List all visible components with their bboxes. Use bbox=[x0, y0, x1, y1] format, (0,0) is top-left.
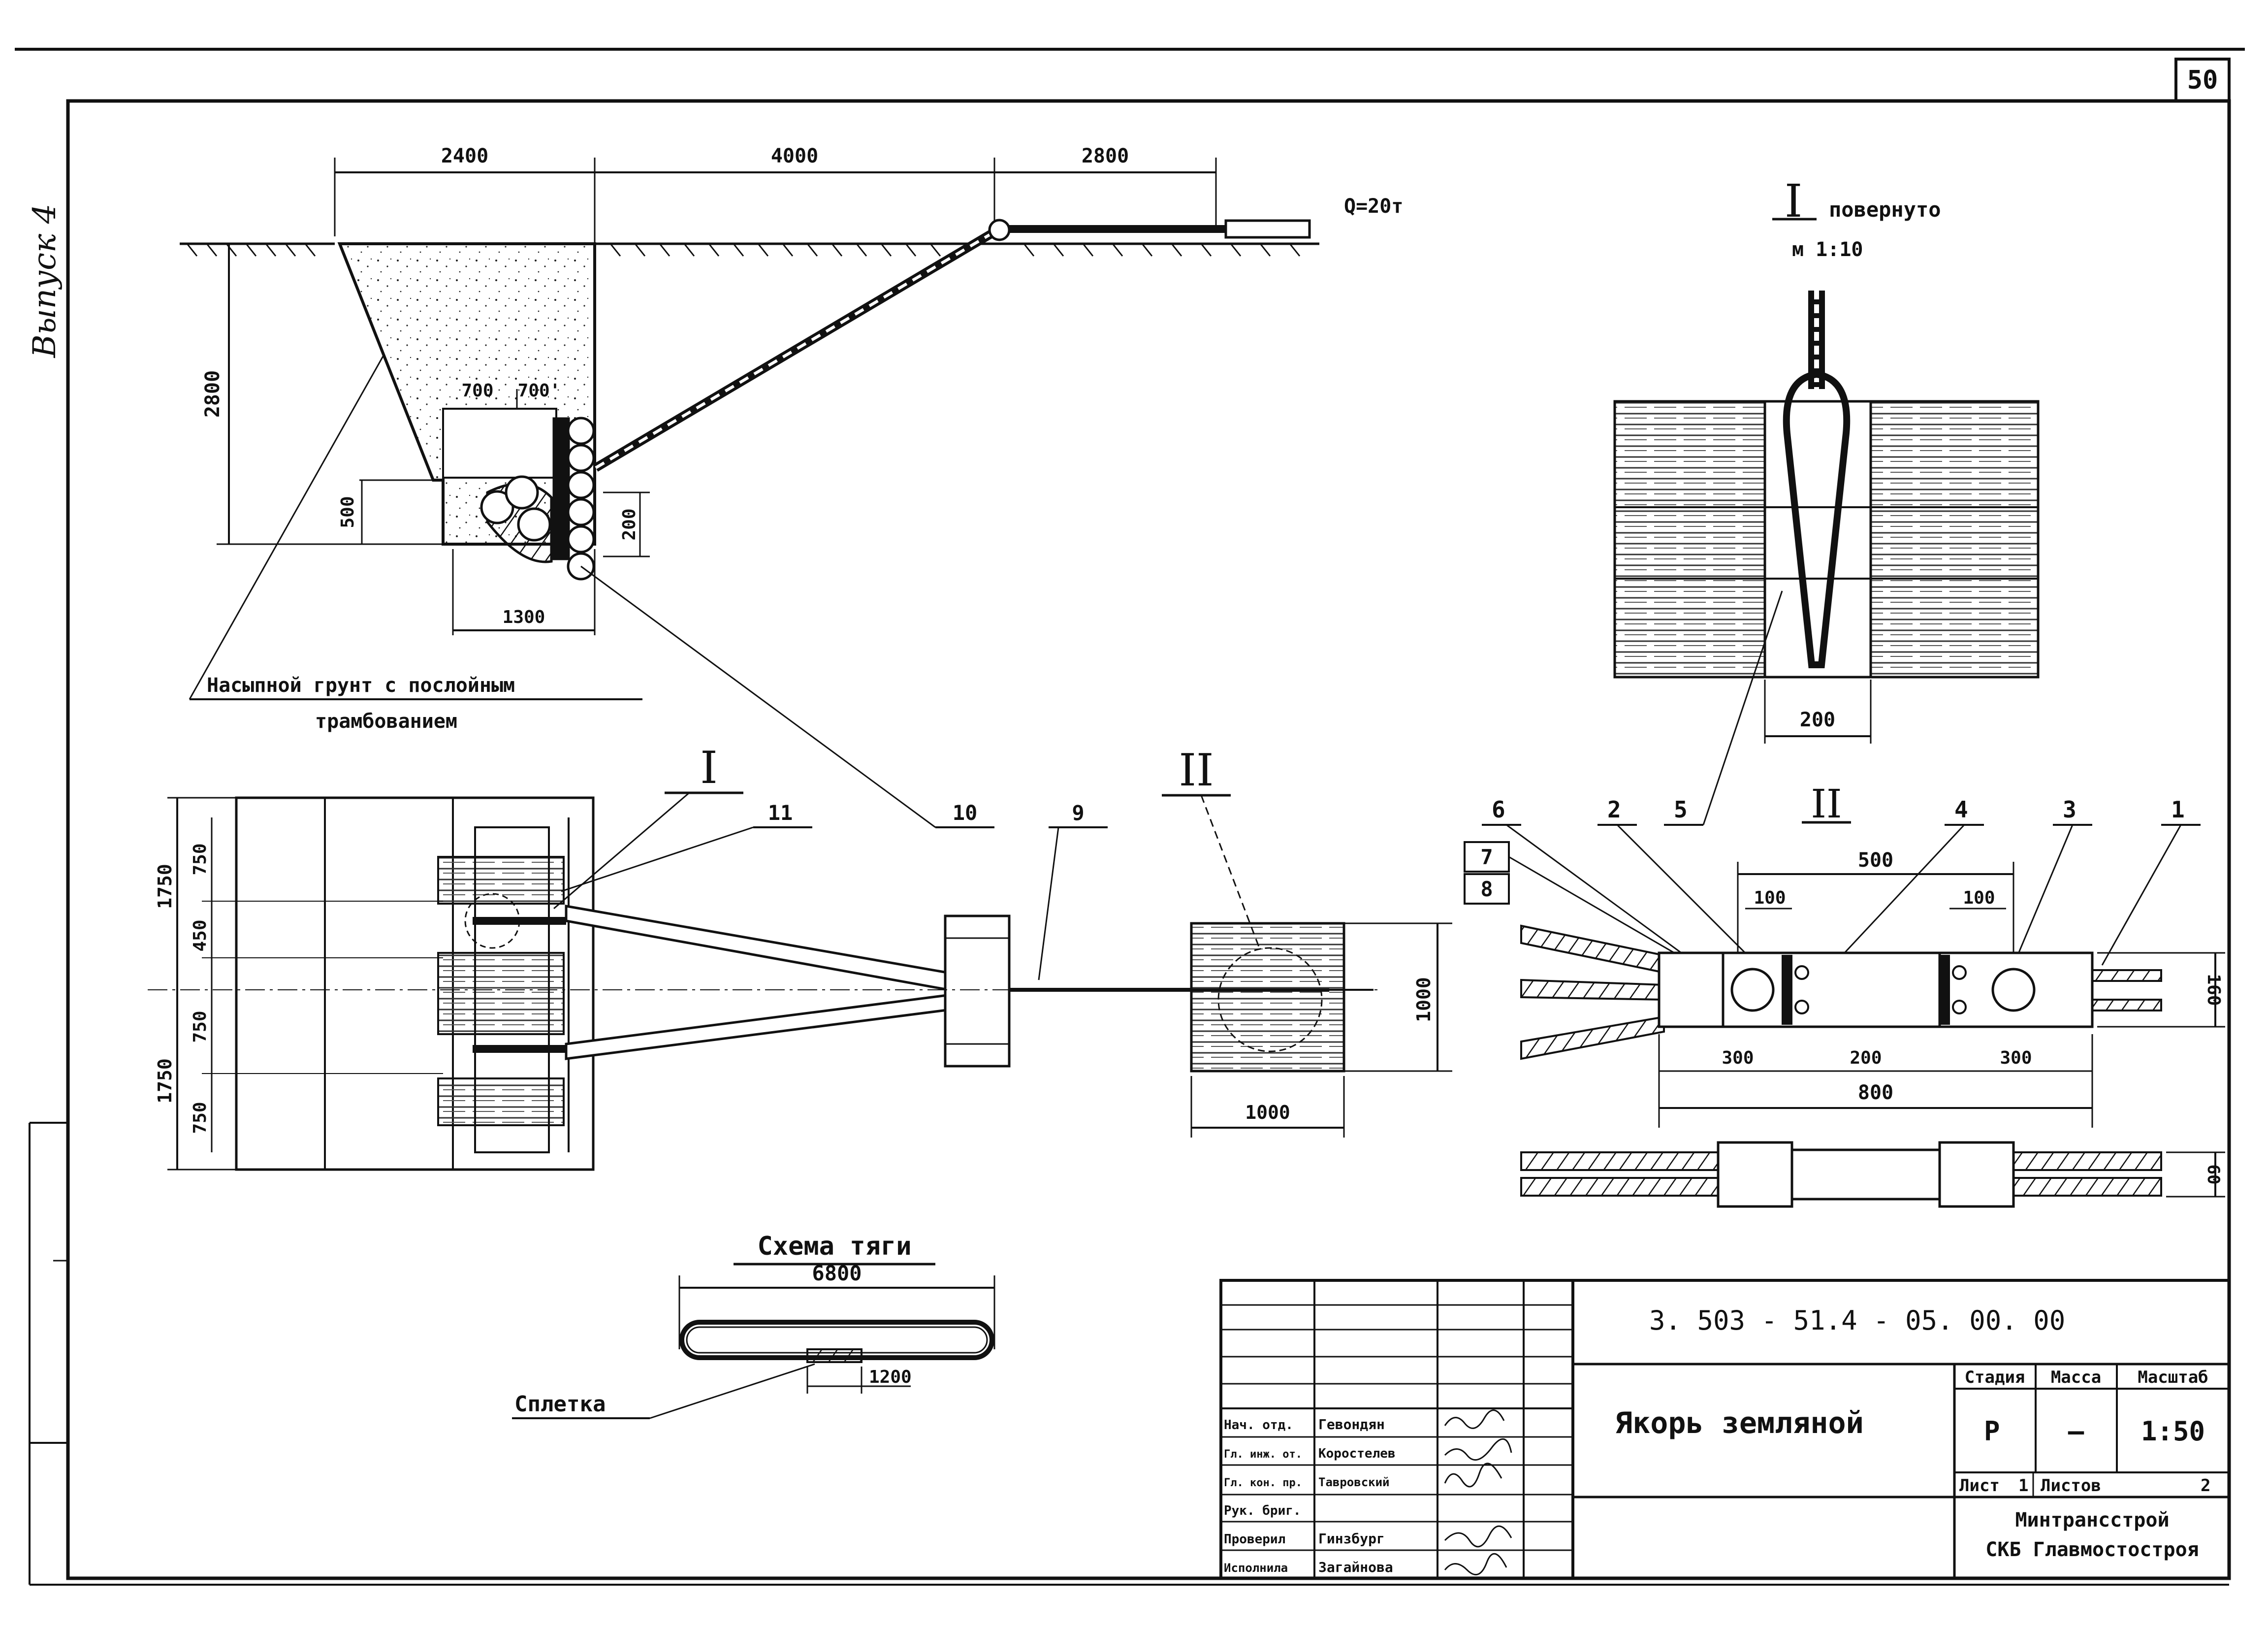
link-plan bbox=[1520, 924, 2162, 1060]
fill-note-line1: Насыпной грунт с послойным bbox=[207, 674, 515, 697]
detail-I-word: повернуто bbox=[1829, 197, 1941, 222]
staff-table: Нач. отд. Гевондян Гл. инж. от. Коростел… bbox=[1224, 1416, 1396, 1575]
dim-200-link: 200 bbox=[1850, 1048, 1882, 1068]
part-1: 1 bbox=[2171, 796, 2185, 823]
dim-1750-top: 1750 bbox=[154, 864, 176, 909]
mass-value: — bbox=[2068, 1416, 2084, 1447]
staff-name: Гинзбург bbox=[1318, 1531, 1385, 1547]
title-block: 3. 503 - 51.4 - 05. 00. 00 Якорь земляно… bbox=[1219, 1279, 2231, 1580]
load-label: Q=20т bbox=[1344, 195, 1403, 218]
tie-scheme: Схема тяги 6800 1200 Сплетка bbox=[512, 1232, 995, 1419]
doc-code: 3. 503 - 51.4 - 05. 00. 00 bbox=[1649, 1305, 2065, 1336]
part-8: 8 bbox=[1480, 877, 1493, 901]
staff-name: Гевондян bbox=[1318, 1416, 1385, 1433]
signatures bbox=[1444, 1409, 1512, 1575]
detail-II: II 6 2 5 4 3 1 7 8 bbox=[1464, 781, 2225, 1208]
drawing-title: Якорь земляной bbox=[1615, 1406, 1864, 1440]
sheet-frame bbox=[15, 48, 2245, 1586]
staff-role: Проверил bbox=[1224, 1532, 1285, 1547]
dim-plate-1000-w: 1000 bbox=[1245, 1102, 1290, 1123]
dim-200-log: 200 bbox=[619, 508, 639, 540]
dim-500-link: 500 bbox=[1858, 849, 1893, 872]
staff-name: Коростелев bbox=[1318, 1446, 1396, 1461]
callout-section-II: II bbox=[1179, 745, 1214, 796]
inclined-tie-rod bbox=[593, 219, 1311, 472]
plan-view: 1750 1750 750 450 750 750 1000 1000 I 11… bbox=[148, 565, 1452, 1171]
dim-100-left: 100 bbox=[1754, 888, 1786, 908]
plan-tie-rods bbox=[473, 905, 1374, 1060]
dim-100-right: 100 bbox=[1963, 888, 1995, 908]
fill-note-line2: трамбованием bbox=[315, 710, 457, 733]
part-6: 6 bbox=[1492, 796, 1505, 823]
dim-2800: 2800 bbox=[1082, 145, 1129, 167]
sheet-number: 50 bbox=[2187, 65, 2218, 95]
detail-I-numeral: I bbox=[1785, 175, 1802, 228]
org-line1: Минтрансстрой bbox=[2015, 1509, 2169, 1531]
col-scale: Масштаб bbox=[2138, 1368, 2208, 1387]
dim-300-left: 300 bbox=[1722, 1048, 1754, 1068]
callout-9: 9 bbox=[1072, 801, 1084, 825]
staff-role: Нач. отд. bbox=[1224, 1418, 1293, 1433]
scheme-splice-length: 1200 bbox=[869, 1367, 912, 1387]
staff-role: Гл. инж. от. bbox=[1224, 1448, 1302, 1461]
col-stage: Стадия bbox=[1965, 1368, 2025, 1387]
dim-4000: 4000 bbox=[771, 145, 818, 167]
dim-60: 60 bbox=[2204, 1165, 2223, 1185]
sheets-label: Листов bbox=[2041, 1476, 2101, 1496]
part-4: 4 bbox=[1954, 796, 1968, 823]
stage-value: Р bbox=[1984, 1416, 2000, 1447]
staff-name: Загайнова bbox=[1318, 1559, 1393, 1575]
dim-depth-2800: 2800 bbox=[201, 370, 224, 418]
series-label: Выпуск 4 bbox=[27, 204, 63, 358]
scheme-length: 6800 bbox=[812, 1261, 862, 1285]
callout-11: 11 bbox=[768, 801, 793, 825]
part-2: 2 bbox=[1607, 796, 1621, 823]
sheets-total: 2 bbox=[2201, 1476, 2210, 1496]
dim-row-450: 450 bbox=[190, 919, 210, 951]
dim-row-750-a: 750 bbox=[190, 843, 210, 875]
scheme-title: Схема тяги bbox=[757, 1232, 911, 1261]
dim-300-right: 300 bbox=[2000, 1048, 2032, 1068]
sheet-label: Лист bbox=[1959, 1476, 2000, 1496]
detail-I-width: 200 bbox=[1800, 709, 1835, 731]
dim-plate-1000-h: 1000 bbox=[1413, 977, 1435, 1022]
scheme-splice-label: Сплетка bbox=[514, 1392, 606, 1417]
part-5: 5 bbox=[1674, 796, 1688, 823]
detail-I-loop bbox=[1783, 291, 1851, 668]
scale-value: 1:50 bbox=[2141, 1416, 2205, 1447]
staff-name: Тавровский bbox=[1318, 1475, 1390, 1489]
staff-role: Рук. бриг. bbox=[1224, 1503, 1301, 1518]
dim-160: 160 bbox=[2204, 974, 2224, 1006]
dim-700-b: 700' bbox=[518, 381, 561, 401]
dim-500: 500 bbox=[338, 496, 358, 528]
detail-II-parts: 6 2 5 4 3 1 7 8 bbox=[1464, 796, 2201, 978]
dim-1300: 1300 bbox=[503, 607, 545, 627]
log-bundle bbox=[480, 417, 595, 581]
ground-hatch-right bbox=[609, 243, 1301, 257]
org-line2: СКБ Главмостостроя bbox=[1985, 1538, 2199, 1561]
part-3: 3 bbox=[2063, 796, 2076, 823]
link-side bbox=[1520, 1141, 2162, 1208]
col-mass: Масса bbox=[2051, 1368, 2101, 1387]
dim-800: 800 bbox=[1858, 1081, 1893, 1104]
callout-10: 10 bbox=[953, 801, 978, 825]
sheet-no: 1 bbox=[2018, 1476, 2028, 1496]
dim-700-a: 700 bbox=[461, 381, 493, 401]
staff-role: Гл. кон. пр. bbox=[1224, 1477, 1302, 1489]
detail-I-scale: м 1:10 bbox=[1792, 238, 1863, 261]
dim-1750-bottom: 1750 bbox=[154, 1058, 176, 1104]
detail-II-title: II bbox=[1811, 781, 1842, 827]
staff-role: Исполнила bbox=[1224, 1561, 1288, 1575]
dim-row-750-c: 750 bbox=[190, 1102, 210, 1134]
detail-I: I повернуто м 1:10 200 bbox=[1613, 175, 2040, 825]
elevation-view: 2400 4000 2800 bbox=[180, 145, 1403, 733]
ground-hatch-left bbox=[186, 243, 316, 257]
dim-2400: 2400 bbox=[441, 145, 488, 167]
part-7: 7 bbox=[1480, 845, 1493, 869]
dim-row-750-b: 750 bbox=[190, 1010, 210, 1043]
callout-section-I: I bbox=[700, 742, 718, 794]
